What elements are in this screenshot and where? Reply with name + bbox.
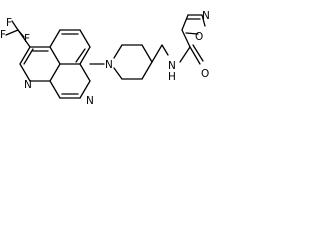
bond: [192, 44, 204, 62]
bond: [201, 14, 206, 27]
atom-label-amide-oxygen: O: [201, 68, 209, 80]
atom-label-piperidine-nitrogen: N: [105, 59, 113, 71]
bond: [185, 32, 199, 35]
bonds: [5, 14, 206, 99]
bond: [179, 46, 191, 63]
atom-label-amide-hydrogen: H: [168, 71, 176, 83]
bond: [161, 44, 169, 56]
bond: [23, 48, 34, 65]
atom-labels: F F F N N N N H O N O: [0, 10, 210, 107]
atom-label-fluorine: F: [0, 29, 6, 41]
atom-label-naphthyridine-nitrogen: N: [86, 95, 94, 107]
atom-label-fluorine: F: [24, 33, 30, 45]
atom-label-fluorine: F: [6, 17, 12, 29]
bond: [79, 63, 91, 82]
atom-label-amide-nitrogen: N: [168, 60, 176, 72]
molecule-structure-diagram: F F F N N N N H O N O: [0, 10, 210, 107]
bond: [49, 80, 61, 99]
bond: [79, 29, 91, 48]
bond: [19, 46, 31, 65]
bond: [79, 46, 91, 65]
bond: [17, 29, 31, 48]
bond: [141, 44, 153, 63]
bond: [181, 14, 189, 31]
bond: [189, 46, 201, 65]
atom-label-isoxazole-nitrogen: N: [202, 10, 210, 22]
bond: [49, 46, 61, 65]
bond: [5, 29, 19, 36]
bond: [19, 63, 31, 82]
bond: [79, 80, 91, 99]
bond: [113, 44, 123, 59]
bond: [151, 44, 163, 63]
bond: [49, 29, 61, 48]
bond: [113, 67, 123, 80]
atom-label-isoxazole-oxygen: O: [195, 31, 203, 43]
bond: [11, 20, 19, 31]
atom-label-naphthyridine-nitrogen: N: [24, 79, 32, 91]
bond: [181, 29, 191, 48]
bond: [49, 63, 61, 82]
bond: [75, 48, 86, 63]
bond: [141, 61, 153, 80]
